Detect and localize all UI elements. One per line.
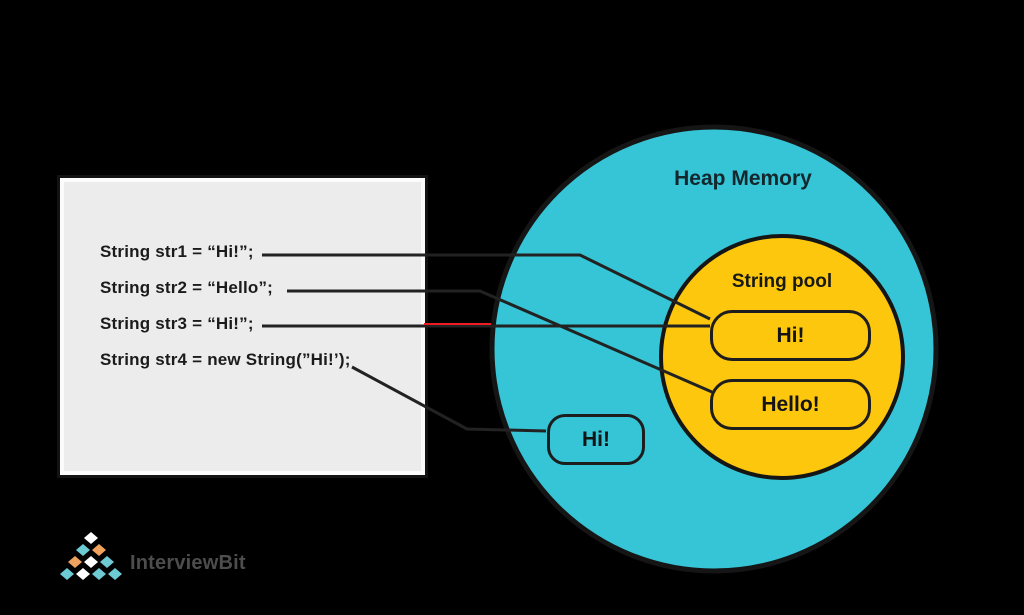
connector-str1 <box>262 253 711 321</box>
pool-string-hi: Hi! <box>710 310 871 361</box>
string-pool-label: String pool <box>731 271 833 292</box>
code-line-str1: String str1 = “Hi!”; <box>100 242 254 261</box>
interviewbit-logo-text: InterviewBit <box>130 551 246 574</box>
code-line-str3: String str3 = “Hi!”; <box>100 314 254 333</box>
connector-str2 <box>287 289 713 394</box>
heap-string-hi: Hi! <box>547 414 645 465</box>
interviewbit-logo-icon <box>60 532 122 580</box>
interviewbit-logo: InterviewBit <box>58 530 246 582</box>
pool-string-hi-label: Hi! <box>776 323 805 347</box>
heap-memory-label: Heap Memory <box>674 167 812 190</box>
pool-string-hello-label: Hello! <box>761 392 820 416</box>
code-line-str2: String str2 = “Hello”; <box>100 278 274 297</box>
connector-str4 <box>351 365 547 433</box>
pool-string-hello: Hello! <box>710 379 871 430</box>
heap-string-hi-label: Hi! <box>582 427 610 451</box>
code-line-str4: String str4 = new String(”Hi!’); <box>100 350 351 369</box>
